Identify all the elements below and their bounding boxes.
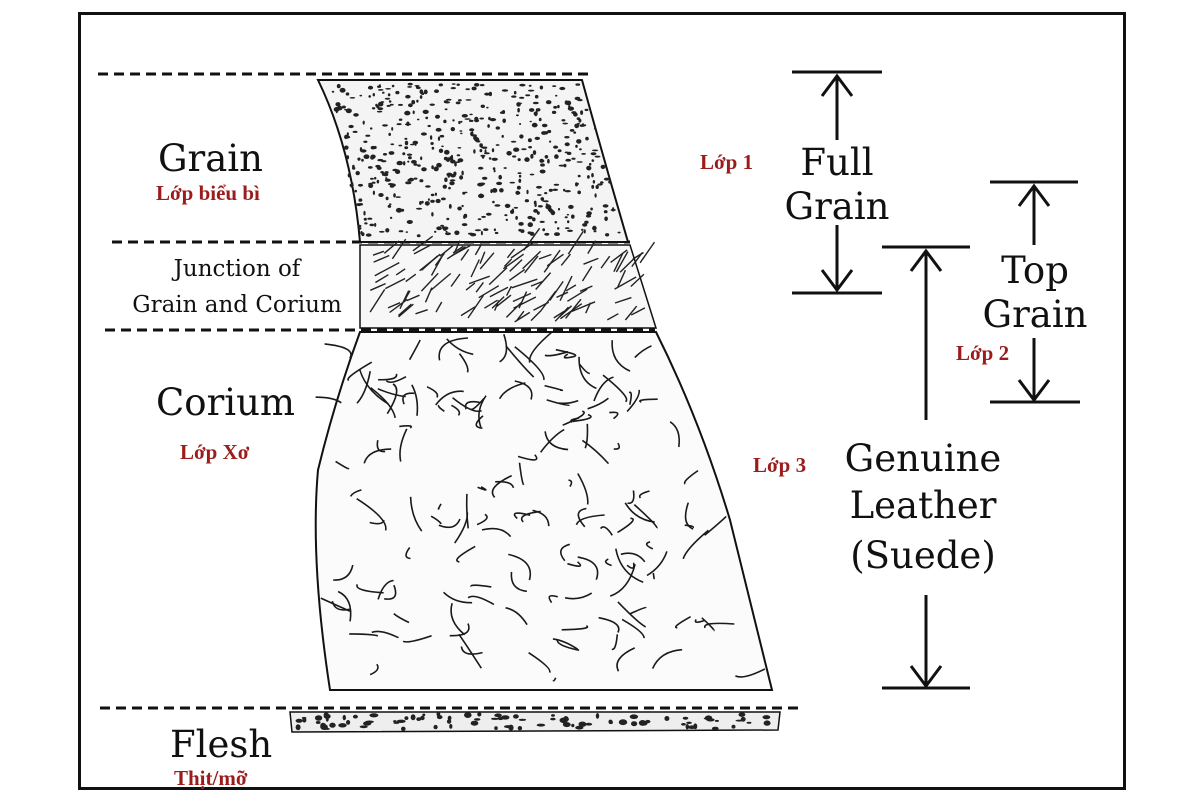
genuine-label-line1: Genuine	[844, 437, 1002, 480]
full-grain-tag: Lớp 1	[700, 150, 754, 174]
genuine-arrowhead-up	[909, 248, 943, 272]
genuine-tag: Lớp 3	[753, 453, 807, 477]
flesh-label: Flesh	[170, 723, 273, 766]
junction-texture	[369, 227, 656, 323]
genuine-arrowhead-down	[909, 665, 943, 689]
grain-texture	[331, 82, 621, 238]
genuine-label-line2: Leather	[849, 484, 997, 527]
full-grain-label-line1: Full	[800, 141, 874, 184]
top-grain-arrowhead-up	[1017, 183, 1051, 207]
full-grain-arrowhead-up	[820, 73, 854, 97]
full-grain-arrowhead-down	[820, 269, 854, 293]
grain-vn-label: Lớp biểu bì	[156, 181, 260, 205]
full-grain-label-line2: Grain	[784, 185, 890, 228]
top-grain-arrowhead-down	[1017, 379, 1051, 403]
top-grain-tag: Lớp 2	[956, 341, 1010, 365]
corium-fibers	[315, 331, 766, 682]
grain-tissue	[316, 79, 630, 243]
flesh-tissue	[289, 711, 781, 733]
grain-label: Grain	[158, 137, 263, 180]
flesh-texture	[295, 711, 771, 732]
flesh-vn-label: Thịt/mỡ	[174, 766, 248, 790]
junction-label-line1: Junction of	[173, 256, 301, 282]
corium-tissue	[314, 331, 774, 691]
genuine-label-line3: (Suede)	[850, 534, 996, 577]
corium-vn-label: Lớp Xơ	[180, 440, 250, 464]
top-grain-label-line2: Grain	[982, 293, 1088, 336]
junction-label-line2: Grain and Corium	[132, 292, 342, 318]
top-grain-label-line1: Top	[1001, 249, 1069, 292]
corium-label: Corium	[156, 381, 296, 424]
